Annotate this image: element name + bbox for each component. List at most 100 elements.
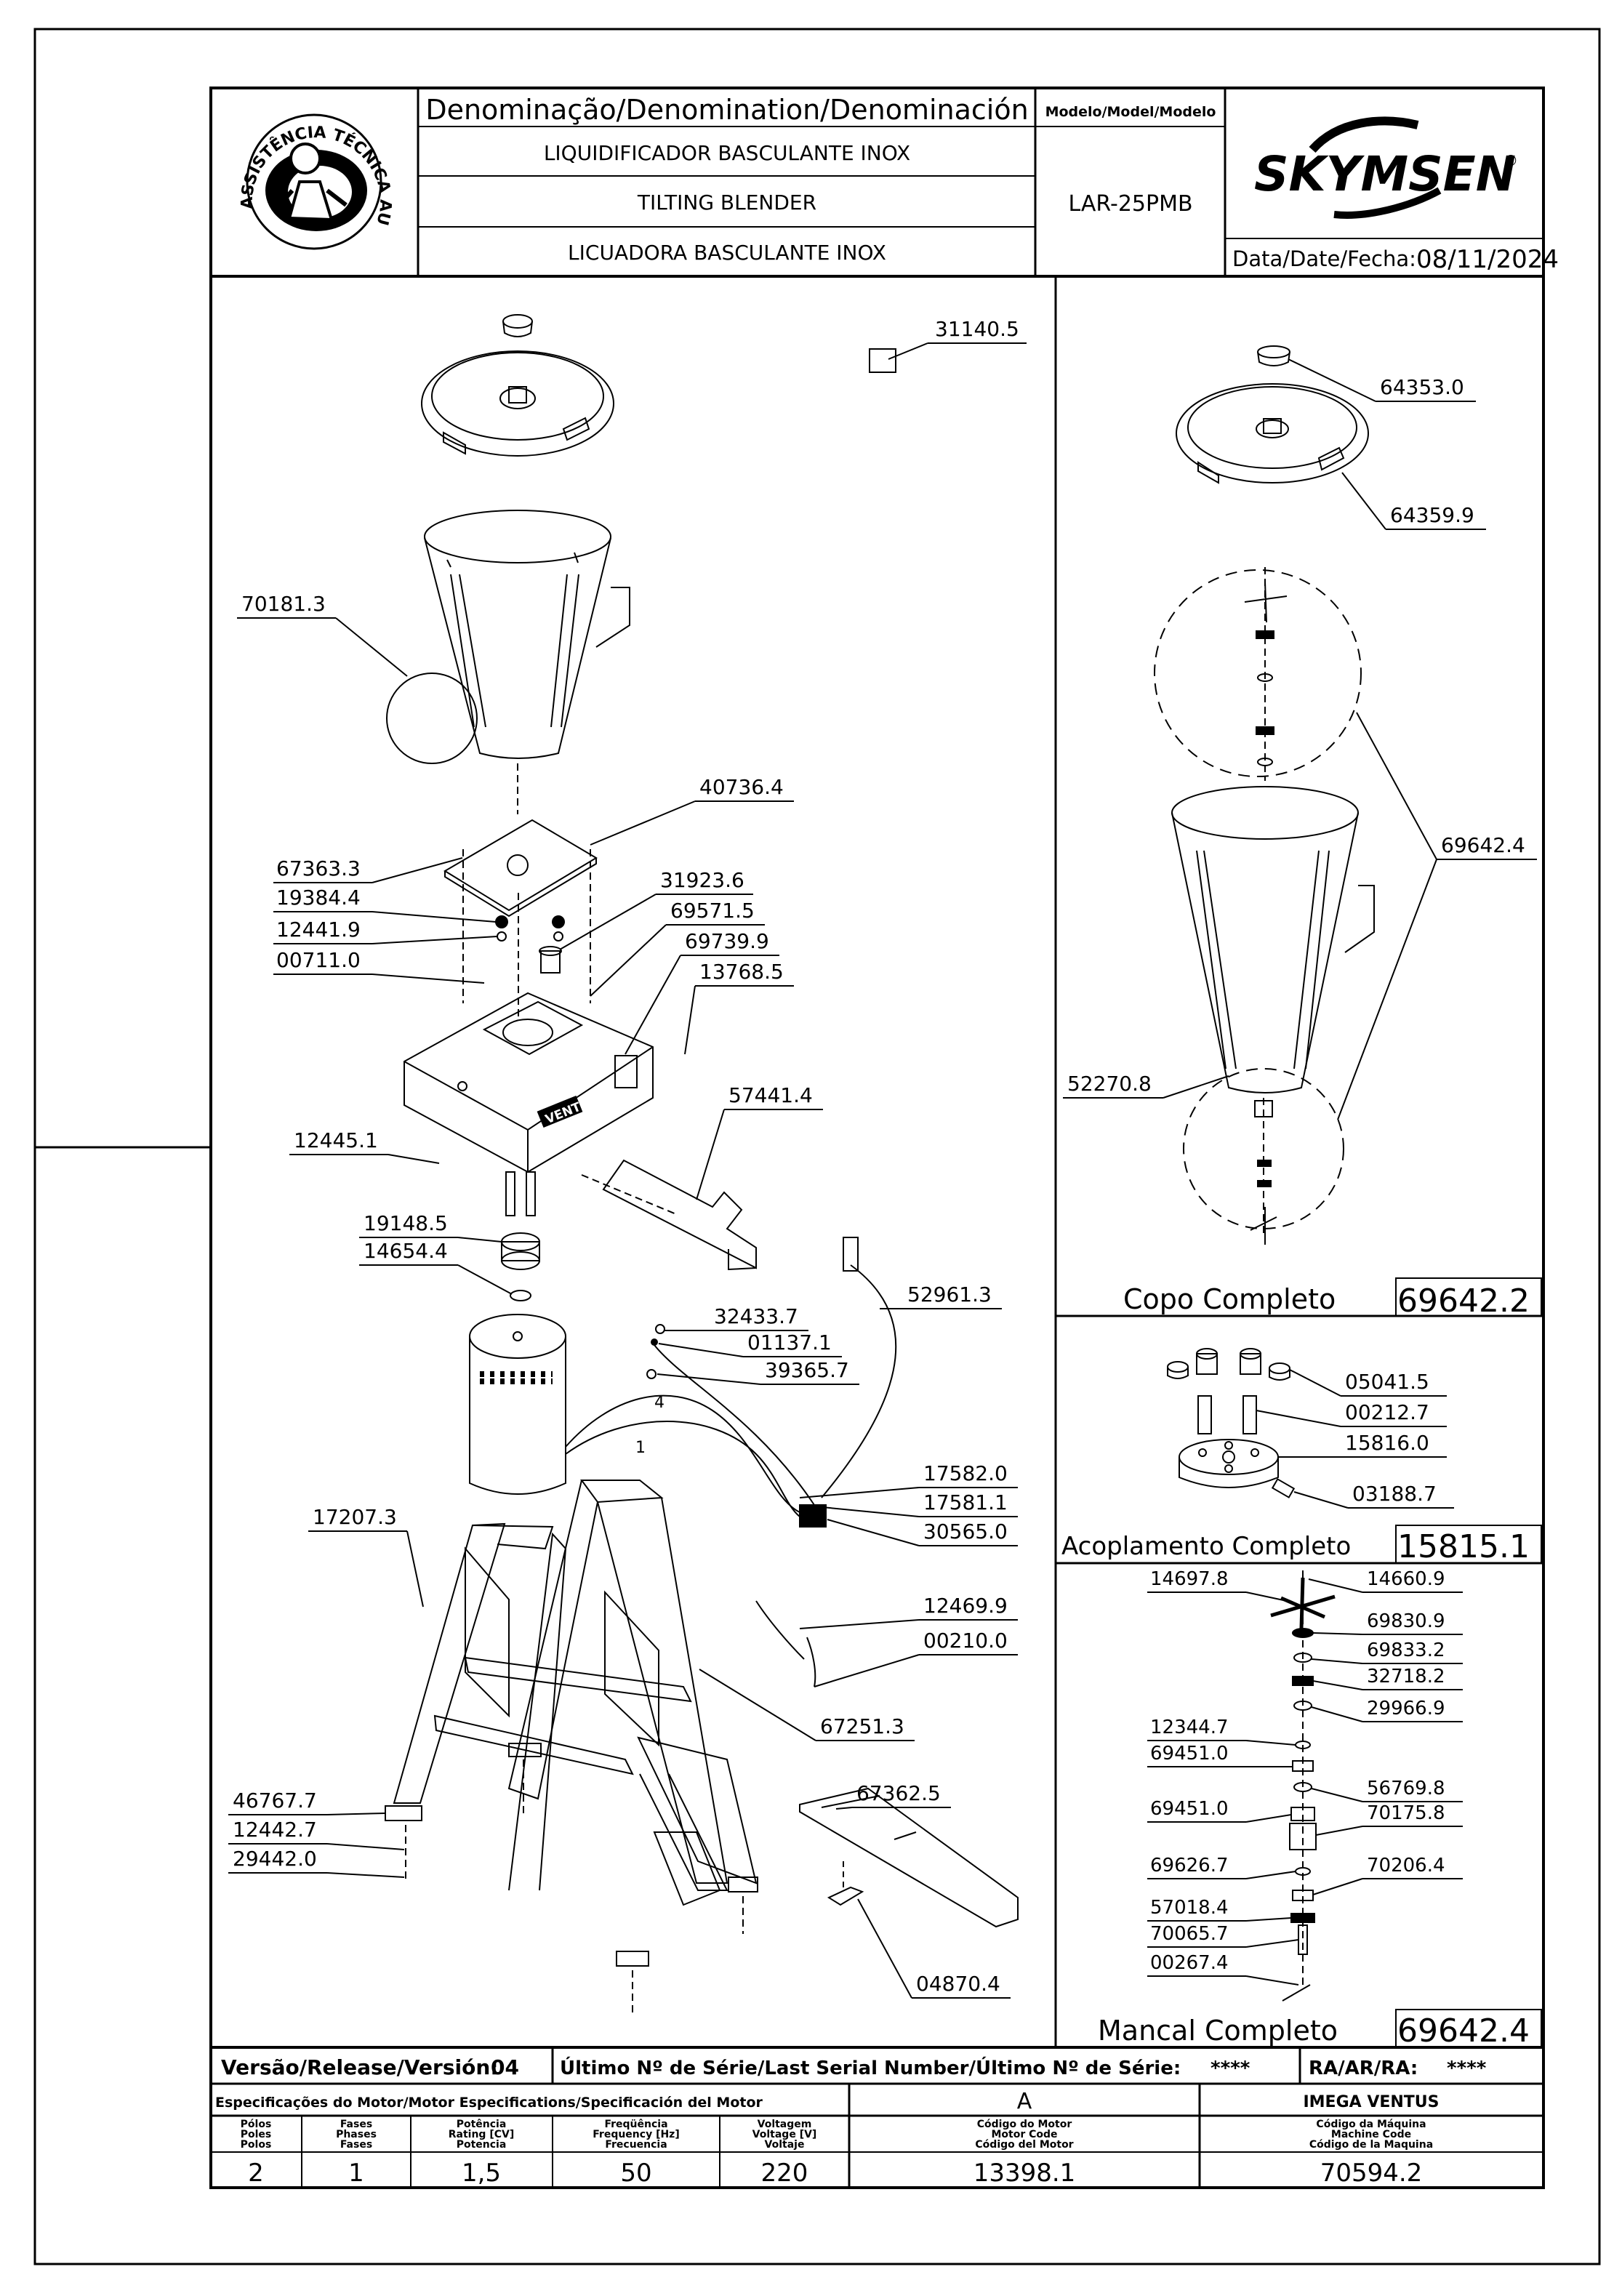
callout-00210-0: 00210.0 bbox=[814, 1629, 1018, 1687]
name-pt: LIQUIDIFICADOR BASCULANTE INOX bbox=[544, 141, 910, 165]
svg-text:00212.7: 00212.7 bbox=[1345, 1400, 1429, 1424]
svg-text:17582.0: 17582.0 bbox=[923, 1461, 1008, 1485]
service-logo: ASSISTÊNCIA TÉCNICA AUTORIZADA bbox=[0, 0, 394, 250]
svg-text:17581.1: 17581.1 bbox=[923, 1490, 1008, 1514]
col-value-frequency: 50 bbox=[620, 2159, 651, 2188]
title-block: ASSISTÊNCIA TÉCNICA AUTORIZADA Denominaç… bbox=[0, 0, 1559, 278]
acoplamento-drawing bbox=[1167, 1348, 1296, 1498]
svg-text:39365.7: 39365.7 bbox=[765, 1358, 849, 1382]
mancal-code: 69642.4 bbox=[1397, 2012, 1530, 2050]
callout-69739-9: 69739.9 bbox=[625, 929, 779, 1055]
svg-text:69451.0: 69451.0 bbox=[1150, 1798, 1229, 1820]
svg-text:67363.3: 67363.3 bbox=[276, 856, 361, 880]
svg-text:32433.7: 32433.7 bbox=[714, 1304, 798, 1328]
col-head: Potencia bbox=[457, 2139, 507, 2151]
name-es: LICUADORA BASCULANTE INOX bbox=[568, 241, 886, 265]
callout-14660-9: 14660.9 bbox=[1308, 1568, 1463, 1593]
callout-52270-8: 52270.8 bbox=[1063, 1072, 1229, 1099]
col-head: Código de la Maquina bbox=[1309, 2139, 1433, 2151]
svg-text:70181.3: 70181.3 bbox=[241, 592, 326, 616]
mancal-label: Mancal Completo bbox=[1098, 2015, 1338, 2047]
callout-17581-1: 17581.1 bbox=[799, 1490, 1018, 1517]
callout-30565-0: 30565.0 bbox=[827, 1519, 1018, 1546]
svg-text:56769.8: 56769.8 bbox=[1367, 1778, 1445, 1799]
callout-67363-3: 67363.3 bbox=[273, 856, 463, 883]
col-head: Código da Máquina bbox=[1316, 2119, 1426, 2130]
svg-text:29442.0: 29442.0 bbox=[233, 1847, 317, 1871]
part-callouts: 31140.5 70181.3 40736.4 67363.3 19384.4 … bbox=[228, 317, 1537, 1999]
model-value: LAR-25PMB bbox=[1068, 191, 1192, 217]
svg-text:15816.0: 15816.0 bbox=[1345, 1431, 1429, 1455]
svg-text:64353.0: 64353.0 bbox=[1380, 375, 1464, 399]
svg-text:12441.9: 12441.9 bbox=[276, 918, 361, 942]
ra-label: RA/AR/RA: bbox=[1309, 2058, 1418, 2079]
callout-00711-0: 00711.0 bbox=[273, 948, 485, 984]
col-value-poles: 2 bbox=[248, 2159, 264, 2188]
col-value-phases: 1 bbox=[348, 2159, 364, 2188]
svg-text:70065.7: 70065.7 bbox=[1150, 1923, 1229, 1945]
motor-spec-label: Especificações do Motor/Motor Especifica… bbox=[215, 2095, 763, 2111]
version-value: 04 bbox=[491, 2055, 519, 2079]
col-head: Motor Code bbox=[991, 2129, 1057, 2140]
callout-00212-7: 00212.7 bbox=[1256, 1400, 1447, 1427]
col-value-voltage: 220 bbox=[761, 2159, 808, 2188]
svg-text:69571.5: 69571.5 bbox=[670, 899, 755, 923]
version-label: Versão/Release/Versión: bbox=[221, 2055, 498, 2079]
copo-label: Copo Completo bbox=[1123, 1283, 1336, 1315]
callout-32433-7: 32433.7 bbox=[665, 1304, 808, 1331]
callout-69451-0-a: 69451.0 bbox=[1147, 1743, 1293, 1767]
col-head: Pólos bbox=[241, 2119, 272, 2130]
right-panels: Copo Completo 69642.2 Acoplamento Comple… bbox=[1054, 276, 1543, 2050]
svg-text:67251.3: 67251.3 bbox=[820, 1714, 904, 1738]
callout-17207-3: 17207.3 bbox=[308, 1505, 424, 1607]
callout-14654-4: 14654.4 bbox=[359, 1239, 513, 1295]
svg-text:29966.9: 29966.9 bbox=[1367, 1698, 1445, 1719]
main-exploded-view bbox=[385, 314, 1019, 2014]
outer-frame bbox=[33, 28, 1601, 2265]
svg-text:52270.8: 52270.8 bbox=[1067, 1072, 1152, 1096]
callout-12344-7: 12344.7 bbox=[1147, 1717, 1296, 1746]
svg-text:52961.3: 52961.3 bbox=[907, 1283, 992, 1306]
callout-04870-4: 04870.4 bbox=[857, 1898, 1011, 1999]
svg-text:04870.4: 04870.4 bbox=[916, 1972, 1000, 1996]
col-head: Machine Code bbox=[1331, 2129, 1411, 2140]
callout-29442-0: 29442.0 bbox=[228, 1847, 405, 1878]
callout-64359-9: 64359.9 bbox=[1341, 472, 1486, 530]
col-head: Potência bbox=[457, 2119, 507, 2130]
imega-label: IMEGA VENTUS bbox=[1303, 2093, 1439, 2111]
callout-39365-7: 39365.7 bbox=[657, 1358, 859, 1385]
callout-69642-4: 69642.4 bbox=[1337, 712, 1537, 1120]
callout-13768-5: 13768.5 bbox=[684, 960, 794, 1055]
col-head: Fases bbox=[340, 2119, 372, 2130]
svg-text:31140.5: 31140.5 bbox=[935, 317, 1019, 341]
callout-69571-5: 69571.5 bbox=[590, 899, 765, 997]
svg-text:57018.4: 57018.4 bbox=[1150, 1897, 1229, 1919]
copo-drawing bbox=[1154, 345, 1375, 1245]
svg-text:00210.0: 00210.0 bbox=[923, 1629, 1008, 1653]
col-head: Código del Motor bbox=[975, 2139, 1073, 2151]
col-head: Fases bbox=[340, 2139, 372, 2151]
callout-12469-9: 12469.9 bbox=[799, 1594, 1018, 1629]
svg-text:05041.5: 05041.5 bbox=[1345, 1370, 1429, 1394]
svg-text:70175.8: 70175.8 bbox=[1367, 1802, 1445, 1824]
brand-registered-mark: ® bbox=[1503, 152, 1518, 169]
callout-70175-8: 70175.8 bbox=[1315, 1802, 1463, 1836]
svg-text:32718.2: 32718.2 bbox=[1367, 1666, 1445, 1687]
svg-text:67362.5: 67362.5 bbox=[856, 1781, 941, 1805]
svg-text:57441.4: 57441.4 bbox=[728, 1083, 813, 1107]
ra-value: **** bbox=[1447, 2058, 1487, 2079]
callout-12441-9: 12441.9 bbox=[273, 918, 498, 944]
col-head: Rating [CV] bbox=[449, 2129, 515, 2140]
svg-text:14660.9: 14660.9 bbox=[1367, 1568, 1445, 1590]
serial-label: Último Nº de Série/Last Serial Number/Úl… bbox=[560, 2056, 1181, 2079]
svg-text:69833.2: 69833.2 bbox=[1367, 1639, 1445, 1661]
col-head: Voltage [V] bbox=[752, 2129, 817, 2140]
callout-56769-8: 56769.8 bbox=[1311, 1778, 1463, 1802]
denomination-label: Denominação/Denomination/Denominación bbox=[425, 94, 1028, 126]
callout-12445-1: 12445.1 bbox=[289, 1128, 440, 1164]
cable-mark: 1 bbox=[635, 1439, 646, 1457]
callout-70181-3: 70181.3 bbox=[237, 592, 408, 677]
callout-69830-9: 69830.9 bbox=[1312, 1610, 1463, 1635]
svg-text:19148.5: 19148.5 bbox=[364, 1211, 448, 1235]
cable-mark: 4 bbox=[654, 1394, 665, 1412]
